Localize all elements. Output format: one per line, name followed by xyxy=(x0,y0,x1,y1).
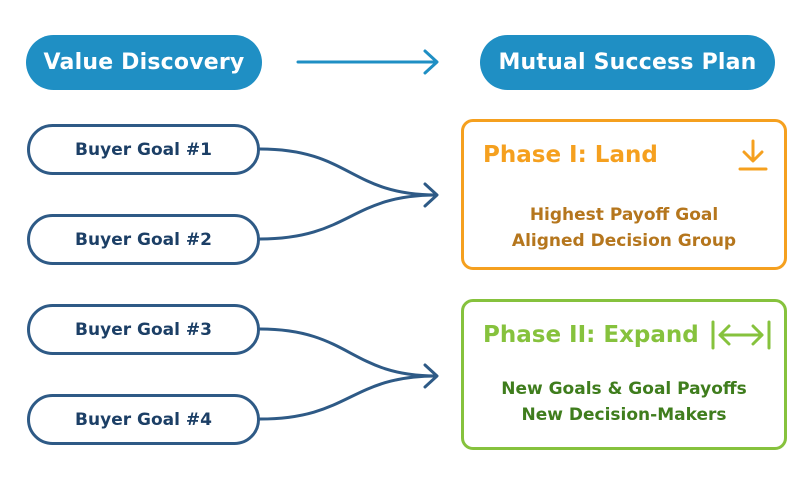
merge-arrow-bottom xyxy=(258,327,439,421)
buyer-goal-1: Buyer Goal #1 xyxy=(27,124,260,175)
phase-land-box: Phase I: Land Highest Payoff Goal Aligne… xyxy=(461,119,787,270)
buyer-goal-1-label: Buyer Goal #1 xyxy=(75,139,212,160)
phase-expand-box: Phase II: Expand New Goals & Goal Payoff… xyxy=(461,299,787,450)
header-arrow xyxy=(296,49,439,75)
expand-horizontal-icon xyxy=(710,318,772,356)
buyer-goal-4: Buyer Goal #4 xyxy=(27,394,260,445)
mutual-success-plan-header: Mutual Success Plan xyxy=(480,35,775,90)
phase-expand-line-1: New Goals & Goal Payoffs xyxy=(501,379,747,399)
buyer-goal-4-label: Buyer Goal #4 xyxy=(75,409,212,430)
buyer-goal-3-label: Buyer Goal #3 xyxy=(75,319,212,340)
value-discovery-header-label: Value Discovery xyxy=(43,50,245,75)
phase-land-line-1: Highest Payoff Goal xyxy=(529,205,719,225)
phase-land-line-2: Aligned Decision Group xyxy=(511,231,737,251)
phase-expand-details: New Goals & Goal Payoffs New Decision-Ma… xyxy=(464,376,784,428)
mutual-success-plan-header-label: Mutual Success Plan xyxy=(498,50,757,75)
phase-land-title: Phase I: Land xyxy=(483,142,658,168)
buyer-goal-2: Buyer Goal #2 xyxy=(27,214,260,265)
phase-expand-line-2: New Decision-Makers xyxy=(521,405,727,425)
buyer-goal-2-label: Buyer Goal #2 xyxy=(75,229,212,250)
value-discovery-header: Value Discovery xyxy=(26,35,262,90)
phase-land-details: Highest Payoff Goal Aligned Decision Gro… xyxy=(464,202,784,254)
buyer-goal-3: Buyer Goal #3 xyxy=(27,304,260,355)
phase-expand-title: Phase II: Expand xyxy=(483,322,699,348)
download-arrow-icon xyxy=(736,138,770,178)
merge-arrow-top xyxy=(258,147,439,241)
